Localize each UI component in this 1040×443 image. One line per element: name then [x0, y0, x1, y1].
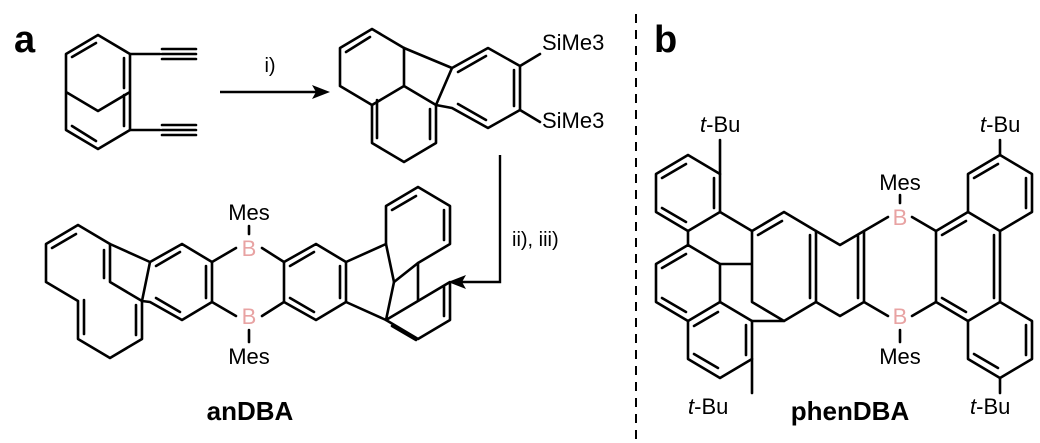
phendba-boron-top: B: [893, 205, 908, 230]
andba-boron-bottom: B: [242, 304, 257, 329]
tbu-top-right: t-Bu: [980, 112, 1020, 137]
silyl-fluoranthene-structure: SiMe3 SiMe3: [338, 27, 604, 164]
andba-mes-bottom: Mes: [228, 344, 270, 369]
phendba-mes-bottom: Mes: [879, 344, 921, 369]
silyl-top-label: SiMe3: [542, 30, 604, 55]
step-2-reagent: ii), iii): [512, 229, 559, 251]
andba-structure: B B Mes Mes: [44, 185, 452, 369]
andba-boron-top: B: [242, 236, 257, 261]
phendba-boron-bottom: B: [893, 304, 908, 329]
silyl-bottom-label: SiMe3: [542, 108, 604, 133]
panel-b-letter: b: [654, 19, 677, 61]
phendba-name: phenDBA: [791, 396, 910, 426]
diethynylnaphthalene-structure: [64, 33, 198, 151]
tbu-top-left: t-Bu: [700, 112, 740, 137]
step-1-reagent: i): [264, 55, 275, 77]
tbu-bottom-left: t-Bu: [688, 394, 728, 419]
panel-a-letter: a: [14, 19, 36, 61]
andba-mes-top: Mes: [228, 200, 270, 225]
step-2-arrow: ii), iii): [448, 155, 559, 289]
andba-name: anDBA: [207, 396, 294, 426]
phendba-mes-top: Mes: [879, 170, 921, 195]
step-1-arrow: i): [220, 55, 330, 99]
tbu-bottom-right: t-Bu: [970, 394, 1010, 419]
phendba-structure: B B Mes Mes t-Bu t-Bu t-Bu t-Bu: [654, 112, 1034, 419]
